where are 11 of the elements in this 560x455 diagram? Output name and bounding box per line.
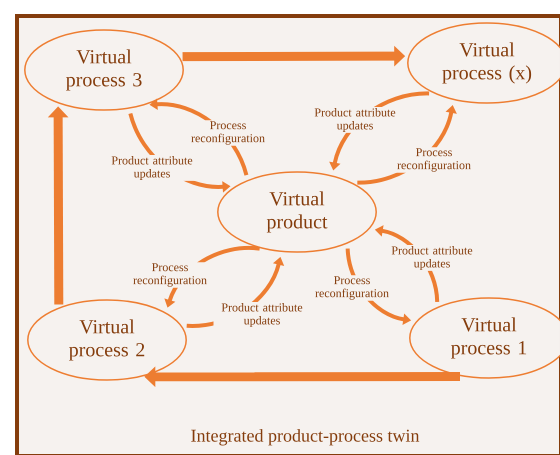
edge-label: Process reconfiguration xyxy=(129,262,211,288)
edge-label: Product attribute updates xyxy=(104,155,200,181)
node-label: Virtual process (x) xyxy=(442,42,532,84)
edge-label: Process reconfiguration xyxy=(393,147,475,173)
edge-label: Product attribute updates xyxy=(306,107,404,133)
title: Integrated product-process twin xyxy=(191,429,420,446)
edge-label: Product attribute updates xyxy=(214,302,310,328)
edge-label: Process reconfiguration xyxy=(311,275,393,301)
node-label: Virtual process 1 xyxy=(451,317,526,359)
edge-label: Process reconfiguration xyxy=(187,120,269,146)
edge-label: Product attribute updates xyxy=(384,245,480,271)
